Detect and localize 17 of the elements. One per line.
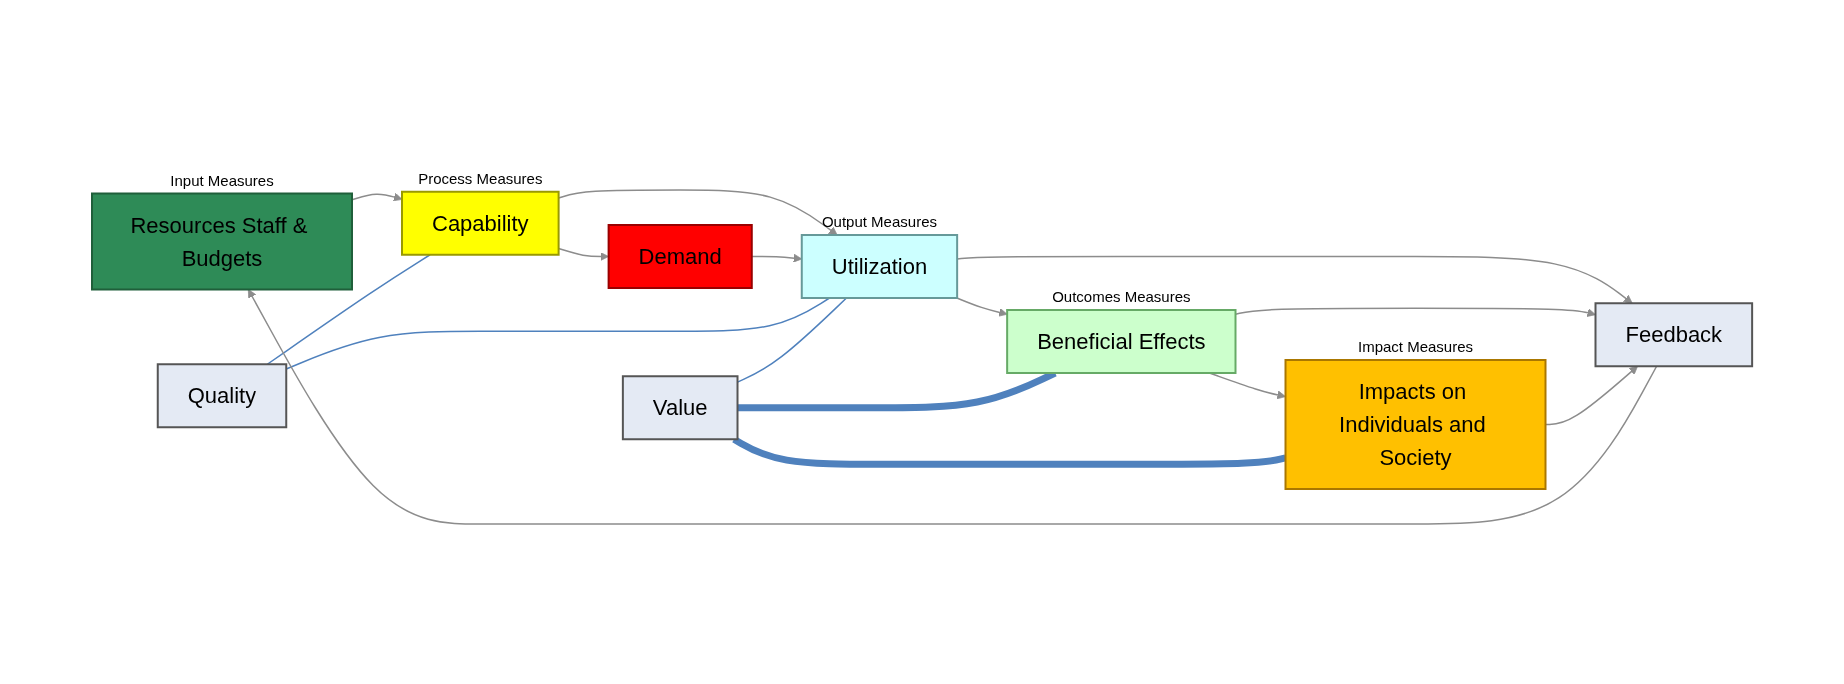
node-box: Impacts on Individuals and Society bbox=[1284, 359, 1547, 490]
measure-caption: Input Measures bbox=[170, 171, 274, 189]
connector bbox=[266, 254, 431, 365]
node-box: Feedback bbox=[1594, 302, 1754, 368]
node-box: Demand bbox=[607, 224, 753, 289]
node-box: Value bbox=[621, 375, 739, 441]
node-box: Beneficial Effects bbox=[1006, 309, 1237, 374]
arrow bbox=[247, 289, 1658, 525]
node-box: Utilization bbox=[800, 234, 959, 299]
measure-caption: Process Measures bbox=[418, 169, 543, 187]
measure-caption: Impact Measures bbox=[1357, 338, 1473, 355]
measure-caption: Outcomes Measures bbox=[1052, 288, 1191, 305]
arrow bbox=[956, 297, 1008, 317]
measure-caption: Output Measures bbox=[821, 213, 937, 230]
node-box: Quality bbox=[156, 363, 288, 429]
node-box: Resources Staff & Budgets bbox=[90, 192, 353, 291]
node-box: Capability bbox=[400, 190, 560, 256]
